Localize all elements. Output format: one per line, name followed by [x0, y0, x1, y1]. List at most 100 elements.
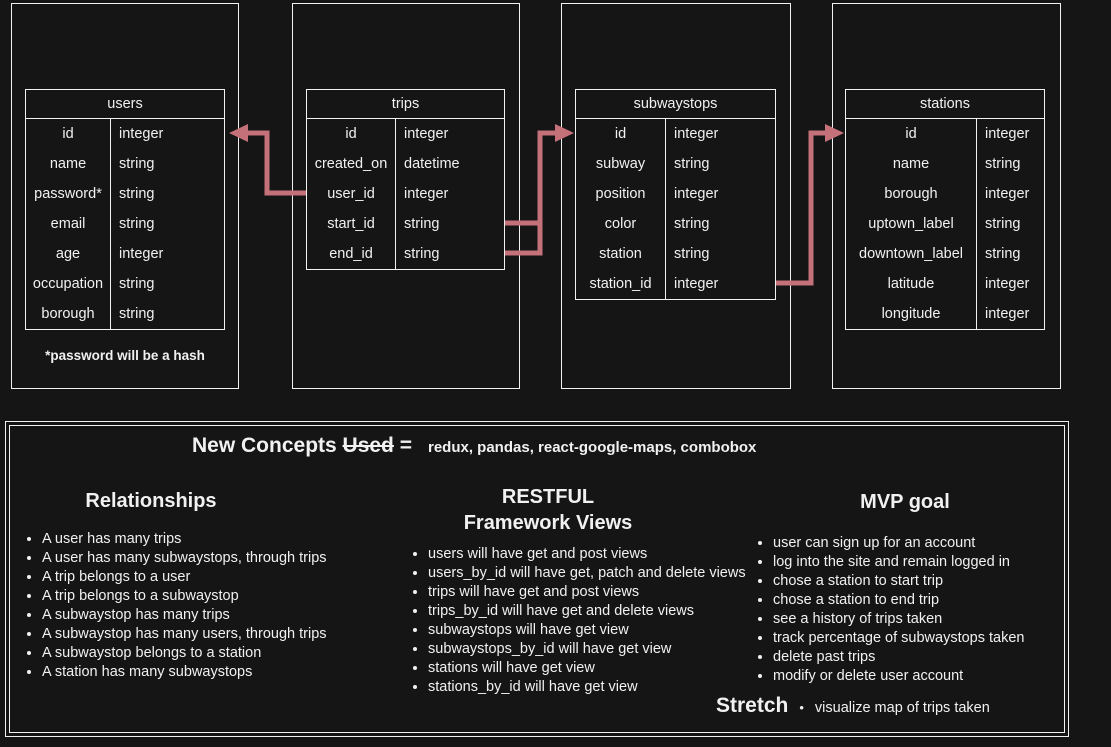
list-item: log into the site and remain logged in [773, 553, 1056, 572]
table-row: borough integer [846, 179, 1044, 209]
list-item: users_by_id will have get, patch and del… [428, 564, 746, 583]
field-type: integer [674, 276, 719, 292]
field-name: created_on [307, 149, 396, 179]
list-item: trips_by_id will have get and delete vie… [428, 602, 746, 621]
list-item: modify or delete user account [773, 667, 1056, 686]
field-name: subway [576, 149, 666, 179]
list-item: chose a station to end trip [773, 591, 1056, 610]
subwaystops-table: subwaystops id integer subway string pos… [575, 89, 776, 300]
trips-table: trips id integer created_on datetime use… [306, 89, 505, 270]
field-name: station_id [576, 269, 666, 299]
field-type: integer [985, 186, 1030, 202]
field-type: integer [985, 276, 1030, 292]
field-name: position [576, 179, 666, 209]
field-name: name [26, 149, 111, 179]
field-name: email [26, 209, 111, 239]
table-row: id integer [307, 119, 504, 149]
field-type: string [674, 216, 710, 232]
password-note: *password will be a hash [45, 348, 205, 363]
list-item: A user has many trips [42, 530, 370, 549]
table-row: name string [846, 149, 1044, 179]
field-name: occupation [26, 269, 111, 299]
list-item: A subwaystop belongs to a station [42, 644, 370, 663]
restful-views-list: users will have get and post viewsusers_… [411, 545, 746, 697]
field-name: downtown_label [846, 239, 977, 269]
table-row: user_id integer [307, 179, 504, 209]
field-name: id [307, 119, 396, 149]
table-row: borough string [26, 299, 224, 329]
field-type: integer [674, 186, 719, 202]
field-type: integer [404, 126, 449, 142]
field-type: integer [985, 306, 1030, 322]
field-name: user_id [307, 179, 396, 209]
field-name: end_id [307, 239, 396, 269]
users-table: users id integer name string password* s… [25, 89, 225, 330]
subwaystops-table-title: subwaystops [576, 90, 775, 119]
field-type: integer [119, 246, 164, 262]
field-name: longitude [846, 299, 977, 329]
relationships-list: A user has many tripsA user has many sub… [25, 530, 370, 682]
table-row: end_id string [307, 239, 504, 269]
stretch-goal: Stretch • visualize map of trips taken [716, 694, 990, 718]
field-type: integer [119, 126, 164, 142]
mvp-goal-list: user can sign up for an accountlog into … [756, 534, 1056, 686]
list-item: chose a station to start trip [773, 572, 1056, 591]
list-item: A subwaystop has many trips [42, 606, 370, 625]
field-name: uptown_label [846, 209, 977, 239]
list-item: A subwaystop has many users, through tri… [42, 625, 370, 644]
new-concepts-heading: New Concepts Used = redux, pandas, react… [192, 434, 756, 458]
list-item: A trip belongs to a user [42, 568, 370, 587]
list-item: see a history of trips taken [773, 610, 1056, 629]
table-row: uptown_label string [846, 209, 1044, 239]
field-name: id [576, 119, 666, 149]
field-name: start_id [307, 209, 396, 239]
field-type: string [119, 306, 155, 322]
struck-word: Used [342, 434, 394, 457]
field-name: borough [846, 179, 977, 209]
field-type: integer [674, 126, 719, 142]
field-name: borough [26, 299, 111, 329]
field-type: string [674, 156, 710, 172]
field-type: integer [404, 186, 449, 202]
field-type: string [985, 246, 1021, 262]
list-item: track percentage of subwaystops taken [773, 629, 1056, 648]
restful-views-title: RESTFUL Framework Views [463, 486, 633, 534]
list-item: stations_by_id will have get view [428, 678, 746, 697]
stations-table: stations id integer name string borough … [845, 89, 1045, 330]
stretch-label: Stretch [716, 694, 789, 717]
field-name: id [26, 119, 111, 149]
list-item: delete past trips [773, 648, 1056, 667]
list-item: user can sign up for an account [773, 534, 1056, 553]
stations-container-box [832, 3, 1061, 389]
table-row: id integer [846, 119, 1044, 149]
users-container-box [11, 3, 239, 389]
list-item: stations will have get view [428, 659, 746, 678]
list-item: subwaystops_by_id will have get view [428, 640, 746, 659]
field-name: name [846, 149, 977, 179]
mvp-goal-title: MVP goal [860, 491, 950, 513]
table-row: start_id string [307, 209, 504, 239]
field-type: string [404, 216, 440, 232]
field-type: string [404, 246, 440, 262]
field-type: string [119, 186, 155, 202]
users-table-title: users [26, 90, 224, 119]
new-concepts-list: redux, pandas, react-google-maps, combob… [428, 439, 757, 456]
field-type: string [985, 216, 1021, 232]
table-row: created_on datetime [307, 149, 504, 179]
field-name: password* [26, 179, 111, 209]
list-item: trips will have get and post views [428, 583, 746, 602]
table-row: station_id integer [576, 269, 775, 299]
bullet-icon: • [799, 700, 804, 715]
list-item: users will have get and post views [428, 545, 746, 564]
stretch-item: visualize map of trips taken [814, 700, 990, 716]
table-row: station string [576, 239, 775, 269]
new-concepts-title: New Concepts Used = [192, 434, 412, 457]
list-item: A user has many subwaystops, through tri… [42, 549, 370, 568]
list-item: A station has many subwaystops [42, 663, 370, 682]
table-row: id integer [26, 119, 224, 149]
field-name: latitude [846, 269, 977, 299]
table-row: email string [26, 209, 224, 239]
field-type: integer [985, 126, 1030, 142]
field-name: id [846, 119, 977, 149]
trips-table-title: trips [307, 90, 504, 119]
